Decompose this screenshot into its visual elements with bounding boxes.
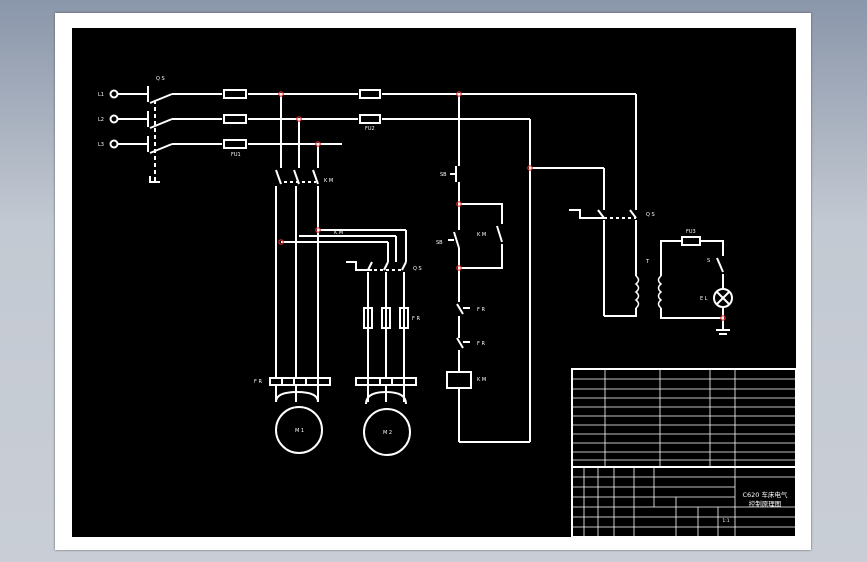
label-km-contact: K M bbox=[477, 232, 486, 238]
motor-m2 bbox=[363, 408, 411, 456]
terminal-l2 bbox=[109, 114, 119, 124]
fuse-fu2-a bbox=[359, 89, 381, 99]
label-fr1: F R bbox=[477, 307, 485, 313]
fuse-group bbox=[223, 89, 381, 149]
lighting-circuit bbox=[569, 209, 733, 335]
power-circuit bbox=[109, 86, 637, 442]
terminal-l1 bbox=[109, 89, 119, 99]
fuse-fr-m2-c bbox=[399, 307, 409, 329]
label-km-branch: K M bbox=[334, 230, 343, 236]
label-s: S bbox=[707, 258, 710, 264]
label-m2: M 2 bbox=[383, 430, 392, 436]
fuse-fu1-b bbox=[223, 114, 247, 124]
label-km-main: K M bbox=[324, 178, 333, 184]
drawing-title-line1: C620 车床电气 bbox=[742, 490, 788, 499]
label-fu1: FU1 bbox=[231, 152, 241, 158]
label-fu2: FU2 bbox=[365, 126, 375, 132]
label-qs2: Q S bbox=[413, 266, 422, 272]
motor-m2-branch bbox=[281, 229, 417, 456]
drawing-frame bbox=[61, 17, 805, 546]
label-qs: Q S bbox=[156, 76, 165, 82]
fuse-fu1-c bbox=[223, 139, 247, 149]
fuse-fu1-a bbox=[223, 89, 247, 99]
fuse-fu2-b bbox=[359, 114, 381, 124]
label-el: E L bbox=[700, 296, 708, 302]
fuse-fr-m2-b bbox=[381, 307, 391, 329]
thermal-relay-heaters-1 bbox=[269, 377, 331, 386]
label-l3: L3 bbox=[98, 142, 104, 148]
terminal-l3 bbox=[109, 139, 119, 149]
label-fr2: F R bbox=[477, 341, 485, 347]
motor-m1-branch bbox=[269, 94, 331, 454]
scale-ratio: 1:1 bbox=[722, 518, 729, 524]
label-fr-heaters2: F R bbox=[412, 316, 420, 322]
junction-dots bbox=[278, 91, 726, 321]
label-sb2: SB bbox=[436, 240, 443, 246]
motor-m1 bbox=[275, 406, 323, 454]
fuse-fr-m2-a bbox=[363, 307, 373, 329]
label-fu3: FU3 bbox=[686, 229, 696, 235]
label-l2: L2 bbox=[98, 117, 104, 123]
label-m1: M 1 bbox=[295, 428, 304, 434]
label-qs-right: Q S bbox=[646, 212, 655, 218]
bill-of-materials bbox=[571, 368, 797, 468]
label-km-coil: K M bbox=[477, 377, 486, 383]
label-sb1: SB bbox=[440, 172, 447, 178]
label-l1: L1 bbox=[98, 92, 104, 98]
label-t: T bbox=[645, 259, 650, 265]
label-fr-heaters1: F R bbox=[254, 379, 262, 385]
title-block: C620 车床电气 控制原理图 1:1 bbox=[571, 466, 797, 538]
component-labels: L1 L2 L3 Q S FU1 FU2 K M K M Q S SB SB K… bbox=[98, 76, 710, 436]
drawing-title-line2: 控制原理图 bbox=[749, 499, 782, 508]
